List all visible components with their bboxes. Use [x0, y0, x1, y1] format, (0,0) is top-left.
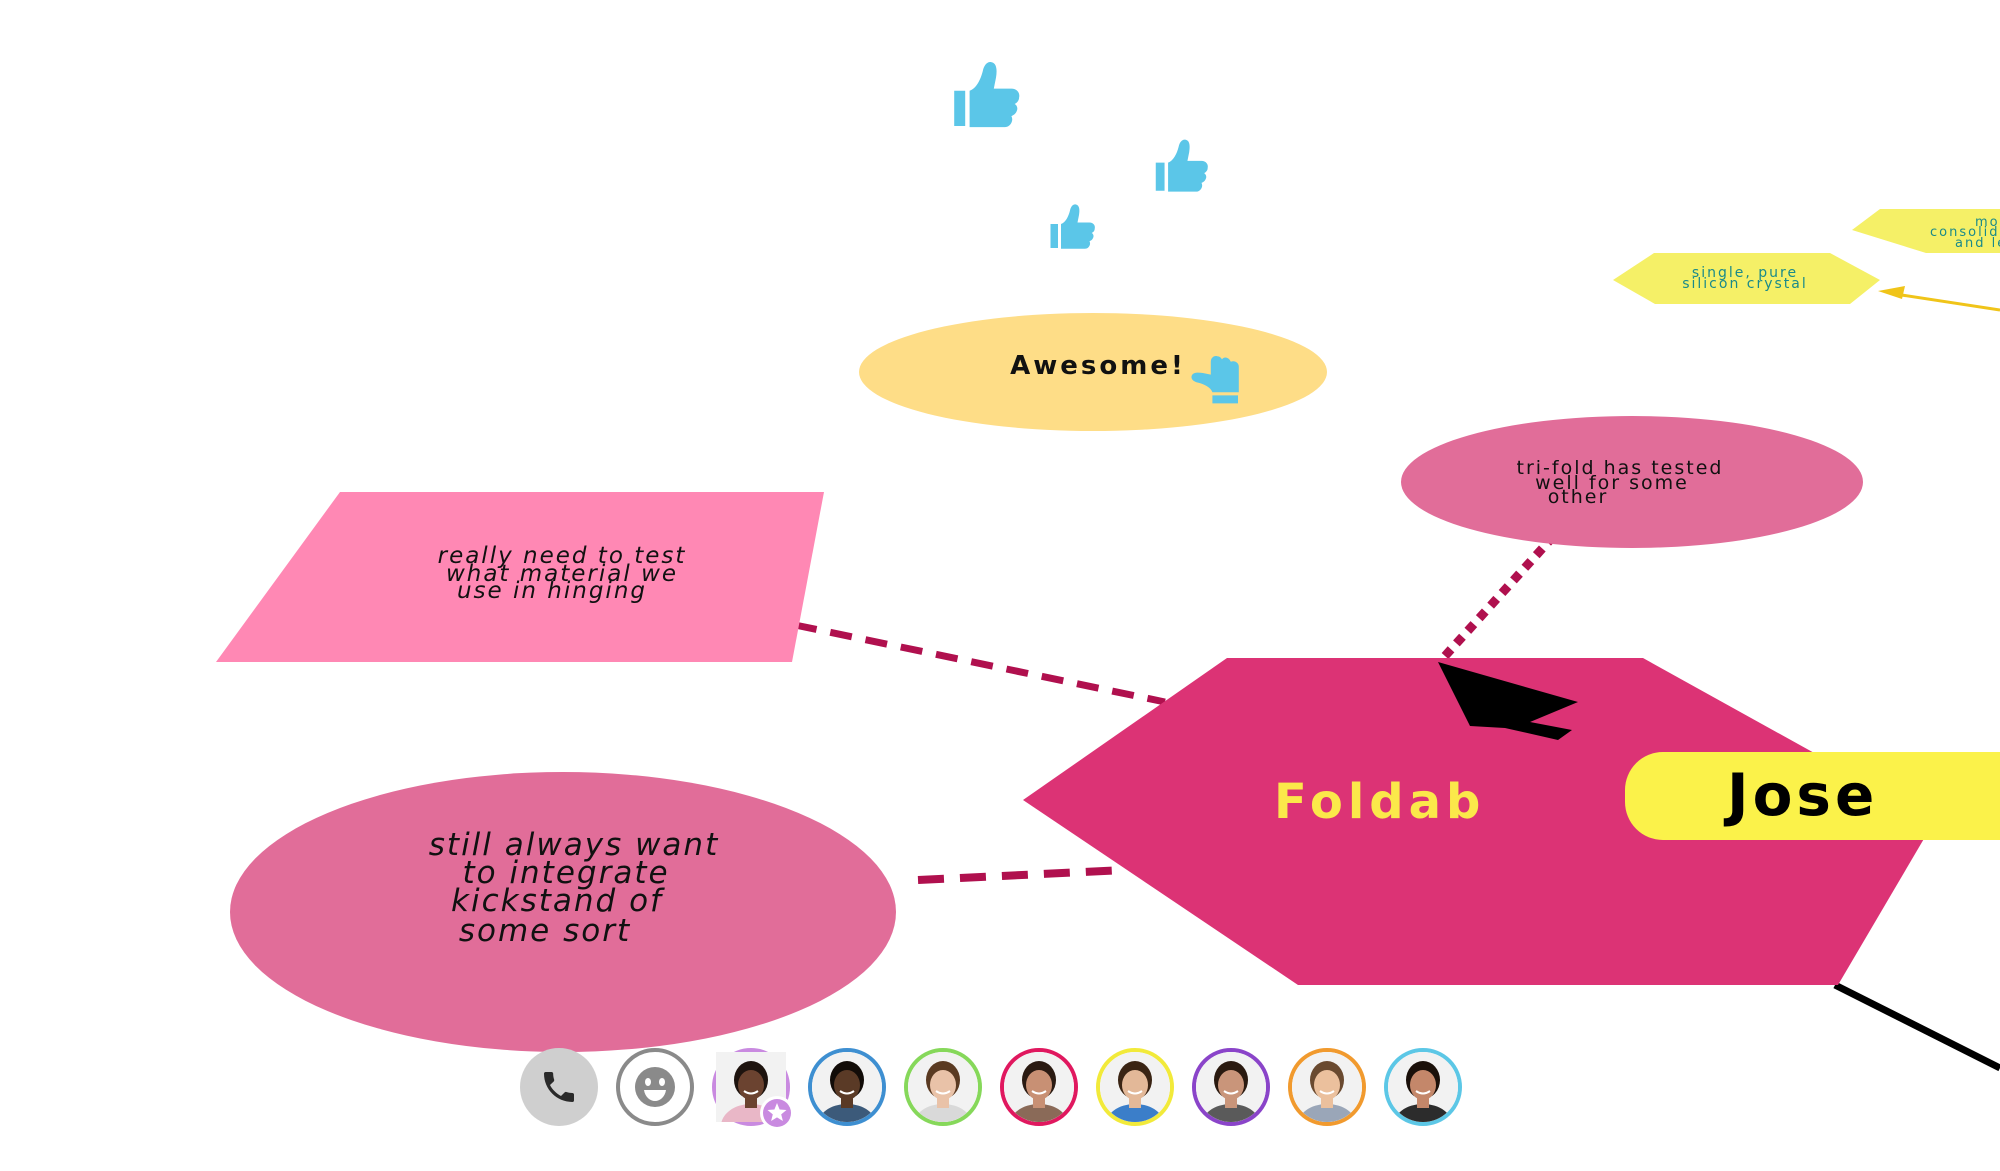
note-top-right[interactable]: most consolid and le	[1852, 209, 2000, 253]
note-awesome[interactable]: Awesome!	[859, 313, 1327, 431]
note-kickstand[interactable]: still always want to integrate kickstand…	[230, 772, 896, 1052]
note-kickstand-line-1: still always want	[429, 827, 719, 863]
host-star-icon	[760, 1096, 794, 1130]
thumbs-up-icon	[1155, 139, 1208, 192]
participant-avatar[interactable]	[808, 1048, 886, 1126]
note-hinging-line-2: what material we	[446, 561, 678, 587]
connector-trifold	[1441, 536, 1554, 660]
thumbs-up-icon	[954, 62, 1020, 128]
connector-solid-black	[1833, 981, 2000, 1072]
note-hinging[interactable]: really need to test what material we use…	[216, 492, 824, 662]
participant-avatar[interactable]	[904, 1048, 982, 1126]
participant-avatar[interactable]	[1384, 1048, 1462, 1126]
participant-avatar[interactable]	[1192, 1048, 1270, 1126]
emoji-reaction-button[interactable]	[616, 1048, 694, 1126]
note-top-right-line-3: and le	[1955, 236, 2000, 251]
avatar-portrait-icon	[1100, 1052, 1170, 1122]
note-awesome-label: Awesome!	[1010, 351, 1186, 381]
note-kickstand-line-4: some sort	[459, 913, 631, 949]
note-kickstand-line-2: to integrate	[462, 855, 669, 891]
node-central-label: Foldab	[1274, 774, 1485, 830]
call-button[interactable]	[520, 1048, 598, 1126]
connector-kickstand	[917, 866, 1126, 884]
note-hinging-line-1: really need to test	[438, 543, 687, 569]
note-silicon-line-2: silicon crystal	[1682, 276, 1808, 292]
avatar-portrait-icon	[908, 1052, 978, 1122]
note-trifold-line-1: tri-fold has tested	[1517, 457, 1724, 479]
note-kickstand-line-3: kickstand of	[451, 883, 665, 919]
participant-dock	[520, 1046, 1462, 1130]
mouse-pointer-icon	[1438, 662, 1578, 740]
note-top-right-line-2: consolid	[1930, 225, 2000, 240]
avatar-portrait-icon	[1004, 1052, 1074, 1122]
participant-avatar[interactable]	[1000, 1048, 1078, 1126]
note-silicon[interactable]: single, pure silicon crystal	[1613, 253, 1880, 304]
arrowhead-icon	[1878, 286, 1905, 299]
connector-silicon-arrow	[1894, 292, 2000, 312]
user-cursor-label-jose: Jose	[1625, 752, 2000, 840]
note-top-right-line-1: most	[1975, 215, 2000, 230]
note-trifold[interactable]: tri-fold has tested well for some other	[1401, 416, 1863, 548]
participant-avatars	[712, 1048, 1462, 1130]
cursor-user-name: Jose	[1723, 761, 1878, 829]
connector-lines	[794, 286, 2000, 1072]
node-central-hex[interactable]: Foldab	[1023, 658, 1935, 985]
participant-avatar[interactable]	[1288, 1048, 1366, 1126]
note-silicon-line-1: single, pure	[1692, 265, 1798, 281]
thumbs-up-icon	[1050, 204, 1095, 249]
note-hinging-line-3: use in hinging	[457, 578, 647, 604]
avatar-portrait-icon	[1388, 1052, 1458, 1122]
participant-avatar[interactable]	[1096, 1048, 1174, 1126]
emoji-icon	[635, 1067, 675, 1107]
connector-hinging	[794, 621, 1166, 706]
note-trifold-line-2: well for some	[1535, 472, 1689, 494]
note-trifold-line-3: other	[1548, 486, 1609, 508]
participant-avatar[interactable]	[712, 1048, 794, 1130]
avatar-portrait-icon	[812, 1052, 882, 1122]
avatar-portrait-icon	[1196, 1052, 1266, 1122]
avatar-portrait-icon	[1292, 1052, 1362, 1122]
phone-icon	[544, 1072, 574, 1102]
